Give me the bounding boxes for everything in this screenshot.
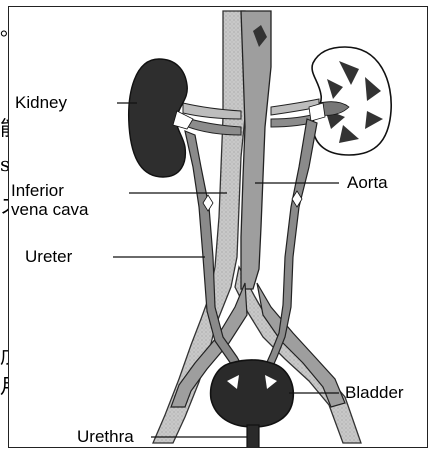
- inferior-vena-cava-label-line2: vena cava: [11, 200, 101, 219]
- urethra-label: Urethra: [77, 427, 134, 446]
- bladder-label: Bladder: [345, 383, 404, 402]
- urethra: [247, 425, 259, 448]
- urinary-system-diagram: Kidney Aorta Inferior vena cava Ureter B…: [8, 6, 428, 448]
- kidney-label: Kidney: [15, 93, 67, 112]
- anatomy-illustration: [9, 7, 428, 448]
- aorta-label: Aorta: [347, 173, 388, 192]
- left-kidney: [129, 59, 193, 177]
- right-kidney: [309, 47, 391, 155]
- inferior-vena-cava-label: Inferior vena cava: [11, 181, 101, 219]
- ureter-label: Ureter: [25, 247, 72, 266]
- bladder: [211, 360, 294, 427]
- inferior-vena-cava-label-line1: Inferior: [11, 181, 101, 200]
